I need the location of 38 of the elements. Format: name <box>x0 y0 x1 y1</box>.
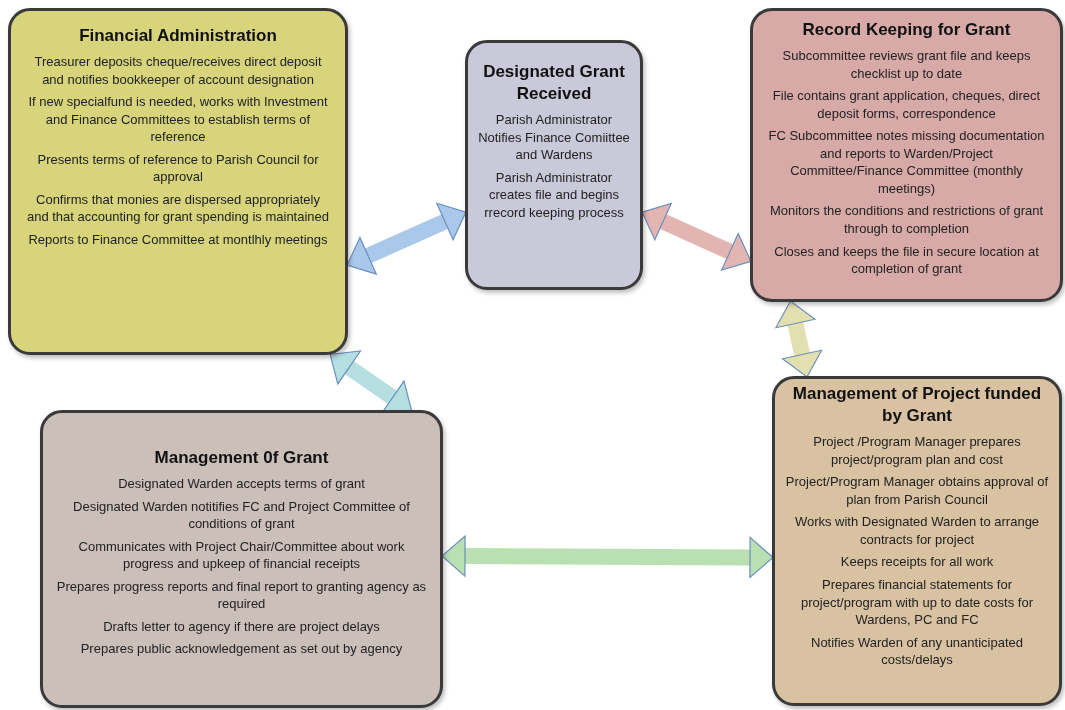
task-text: Project/Program Manager obtains approval of plan from Parish Council <box>785 473 1049 509</box>
task-text: Notifies Warden of any unanticipated costs/delays <box>810 633 1024 669</box>
box-heading: Designated Grant Received <box>482 61 626 106</box>
process-box <box>465 40 643 290</box>
box-heading: Record Keeping for Grant <box>802 19 1011 41</box>
task-text: Subcommittee reviews grant file and keeps checklist up to date <box>781 47 1032 83</box>
double-arrow <box>775 300 823 378</box>
task-text: Project /Program Manager prepares project/program plan and cost <box>812 433 1022 469</box>
process-box <box>40 410 443 708</box>
task-text: Reports to Finance Committee at montlhly meetings <box>28 231 328 249</box>
task-text: Monitors the conditions and restrictions of grant through to completion <box>768 202 1045 238</box>
task-text: Keeps receipts for all work <box>840 553 994 571</box>
task-text: Parish Administrator creates file and begins rrecord keeping process <box>483 168 625 222</box>
double-arrow <box>641 202 752 271</box>
task-text: Communicates with Project Chair/Committee about work progress and upkeep of financial receipts <box>77 537 406 573</box>
box-heading: Management of Project funded by Grant <box>791 383 1043 428</box>
task-text: Designated Warden accepts terms of grant <box>118 475 365 493</box>
task-text: FC Subcommittee notes missing documentation and reports to Warden/Project Committee/Finance Committee (monthly meetings) <box>767 127 1046 198</box>
process-box <box>8 8 348 355</box>
task-text: Closes and keeps the file in secure location at completion of grant <box>773 242 1040 278</box>
task-text: Works with Designated Warden to arrange contracts for project <box>793 513 1041 549</box>
task-text: Prepares progress reports and final report to granting agency as required <box>55 577 428 613</box>
box-heading: Management 0f Grant <box>154 447 329 469</box>
double-arrow <box>346 202 467 275</box>
task-text: Treasurer deposits cheque/receives direct deposit and notifies bookkeeper of account designation <box>33 53 323 89</box>
task-text: If new specialfund is needed, works with Investment and Finance Committees to establish terms of reference <box>27 93 329 146</box>
process-box <box>772 376 1062 706</box>
task-text: Confirms that monies are dispersed appropriately and that accounting for grant spending is maintained <box>25 190 331 226</box>
double-arrow <box>441 535 774 578</box>
process-box <box>750 8 1063 302</box>
task-text: Drafts letter to agency if there are project delays <box>103 617 380 636</box>
task-text: Presents terms of reference to Parish Council for approval <box>36 150 320 186</box>
task-text: File contains grant application, cheques, direct deposit forms, correspondence <box>771 87 1042 123</box>
task-text: Prepares financial statements for project/program with up to date costs for Wardens, PC and FC <box>800 576 1034 629</box>
box-heading: Financial Administration <box>79 25 277 47</box>
task-text: Parish Administrator Notifies Finance Comiittee and Wardens <box>477 111 631 164</box>
task-text: Designated Warden notitifies FC and Project Committee of conditions of grant <box>72 497 411 533</box>
task-text: Prepares public acknowledgement as set out by agency <box>80 640 403 658</box>
